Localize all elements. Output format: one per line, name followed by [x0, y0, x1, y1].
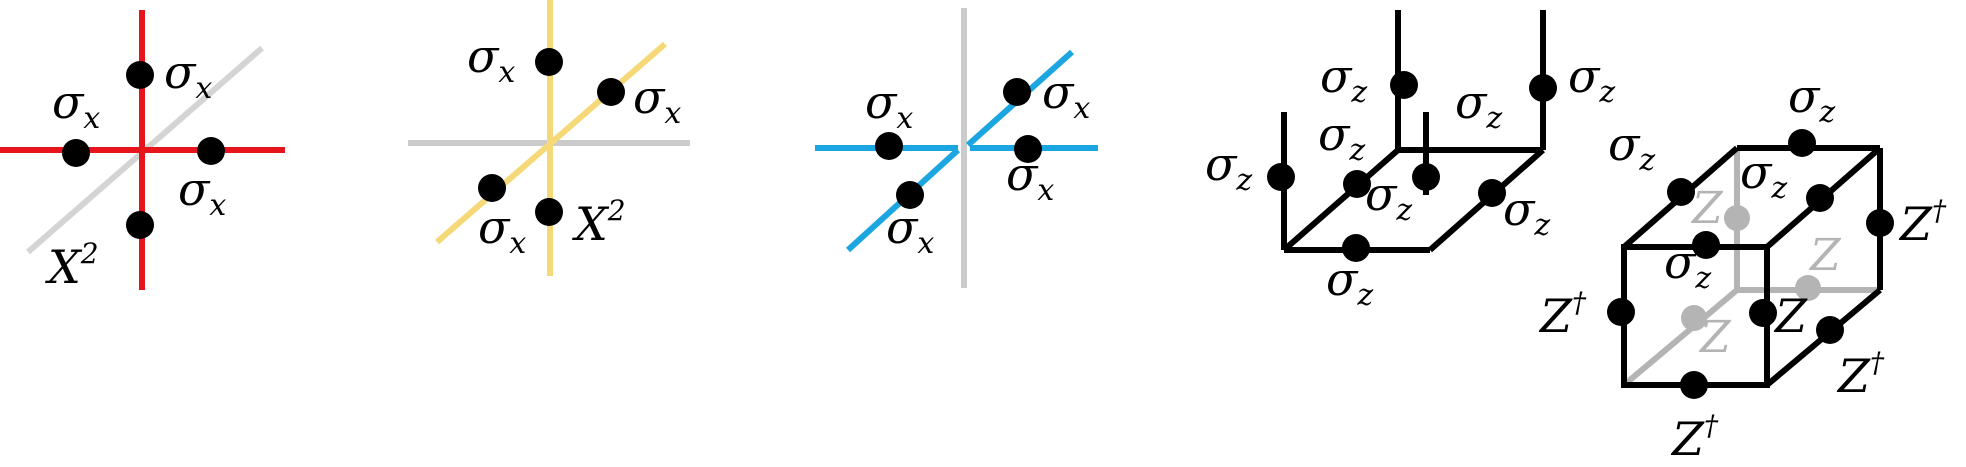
vertex-dot: [1529, 74, 1557, 102]
vertex-dot: [197, 137, 225, 165]
vertex-dot: [896, 181, 924, 209]
sigma-x-label: σx: [1006, 147, 1054, 208]
z-label: Z: [1773, 289, 1808, 343]
sigma-x-label: σx: [1042, 65, 1090, 126]
vertex-dot: [126, 211, 154, 239]
vertex-dot: [597, 78, 625, 106]
sigma-z-label: σz: [1608, 117, 1655, 178]
vertex-dot: [1749, 299, 1777, 327]
sigma-x-label: σx: [164, 45, 212, 106]
vertex-dot: [1692, 231, 1720, 259]
vertex-dot: [1390, 71, 1418, 99]
panel-cube-dots: [1607, 129, 1894, 399]
sigma-z-label: σz: [1365, 167, 1412, 228]
sigma-z-label: σz: [1205, 137, 1252, 198]
sigma-z-label: σz: [1318, 107, 1365, 168]
panel-cube-labels: σz σz σz σz Z Z Z Z Z† Z† Z† Z†: [1538, 69, 1947, 466]
grey-z-label: Z: [1808, 230, 1842, 281]
sigma-x-label: σx: [886, 200, 934, 261]
z-dagger-label: Z†: [1898, 194, 1947, 251]
grey-z-label: Z: [1690, 183, 1724, 234]
hidden-vertex-dot: [1724, 205, 1750, 231]
sigma-z-label: σz: [1326, 252, 1373, 313]
left-diagonal-edge: [1282, 147, 1400, 253]
sigma-x-label: σx: [178, 162, 226, 223]
vertex-dot: [1412, 163, 1440, 191]
z-dagger-label: Z†: [1670, 409, 1719, 466]
vertex-dot: [1816, 316, 1844, 344]
sigma-x-label: σx: [478, 200, 526, 261]
vertex-dot: [1267, 163, 1295, 191]
hidden-vertex-dot: [1795, 275, 1821, 301]
vertex-dot: [1607, 298, 1635, 326]
sigma-z-label: σz: [1568, 49, 1615, 110]
vertex-dot: [1014, 135, 1042, 163]
vertex-dot: [1866, 209, 1894, 237]
vertex-dot: [875, 132, 903, 160]
panel-cube-hidden-dots: [1681, 205, 1821, 331]
z-dagger-label: Z†: [1836, 346, 1885, 403]
hidden-diagonal-edge: [1622, 287, 1739, 388]
vertex-dot: [1680, 371, 1708, 399]
vertex-dot: [1788, 129, 1816, 157]
vertex-dot: [535, 198, 563, 226]
vertex-dot: [535, 48, 563, 76]
vertex-dot: [1343, 170, 1371, 198]
vertex-dot: [62, 139, 90, 167]
vertex-dot: [1806, 184, 1834, 212]
vertex-dot: [1342, 234, 1370, 262]
sigma-x-label: σx: [633, 70, 681, 131]
vertex-dot: [1478, 179, 1506, 207]
panel-red-cross: σx σx σx X2: [0, 10, 285, 294]
sigma-z-label: σz: [1455, 75, 1502, 136]
panel-sigma-z-labels: σz σz σz σz σz σz σz σz: [1205, 49, 1615, 313]
sigma-z-label: σz: [1320, 49, 1367, 110]
vertex-dot: [478, 174, 506, 202]
z-dagger-label: Z†: [1538, 286, 1587, 343]
sigma-z-label: σz: [1664, 235, 1711, 296]
grey-z-label: Z: [1698, 312, 1732, 363]
yellow-diagonal-line: [435, 41, 667, 245]
panel-sigma-z-dots: [1267, 71, 1557, 262]
sigma-x-label: σx: [52, 75, 100, 136]
vertex-dot: [1003, 78, 1031, 106]
panel-blue-cross: σx σx σx σx: [815, 8, 1098, 288]
sigma-z-label: σz: [1788, 69, 1835, 130]
hidden-vertex-dot: [1681, 305, 1707, 331]
x-squared-label: X2: [45, 237, 99, 294]
sigma-x-label: σx: [467, 29, 515, 90]
vertex-dot: [126, 61, 154, 89]
x-squared-label: X2: [572, 194, 626, 251]
panel-yellow-cross: σx σx σx X2: [408, 0, 690, 276]
sigma-x-label: σx: [865, 75, 913, 136]
sigma-z-label: σz: [1503, 182, 1550, 243]
vertex-dot: [1667, 178, 1695, 206]
sigma-z-label: σz: [1740, 145, 1787, 206]
